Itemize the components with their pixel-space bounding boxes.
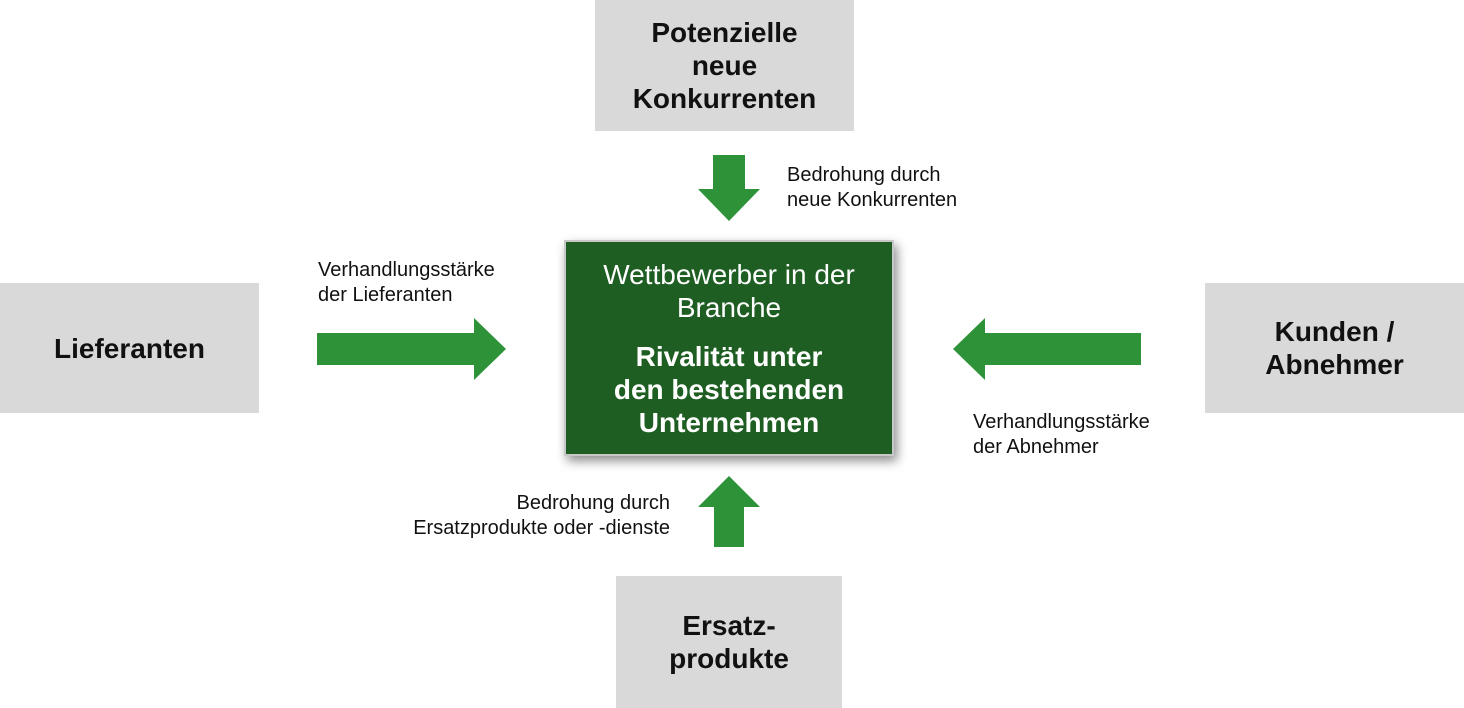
arrow-left-icon — [953, 318, 1141, 380]
center-box-industry-rivalry: Wettbewerber in der Branche Rivalität un… — [564, 240, 894, 456]
arrow-up-icon — [698, 476, 760, 547]
box-suppliers: Lieferanten — [0, 283, 259, 413]
box-potential-new-competitors: Potenzielle neue Konkurrenten — [595, 0, 854, 131]
center-title: Rivalität unter den bestehenden Unterneh… — [613, 341, 845, 438]
box-customers: Kunden / Abnehmer — [1205, 283, 1464, 413]
label-supplier-power: Verhandlungsstärke der Lieferanten — [318, 259, 495, 306]
label-buyer-power: Verhandlungsstärke der Abnehmer — [973, 411, 1150, 458]
label-threat-new-entrants: Bedrohung durch neue Konkurrenten — [787, 164, 958, 211]
arrow-right-icon — [317, 318, 506, 380]
box-substitute-products: Ersatz- produkte — [616, 576, 842, 708]
arrow-down-icon — [698, 155, 760, 221]
label-threat-substitutes: Bedrohung durch Ersatzprodukte oder -die… — [413, 492, 670, 539]
center-subtitle: Wettbewerber in der Branche — [603, 259, 855, 323]
